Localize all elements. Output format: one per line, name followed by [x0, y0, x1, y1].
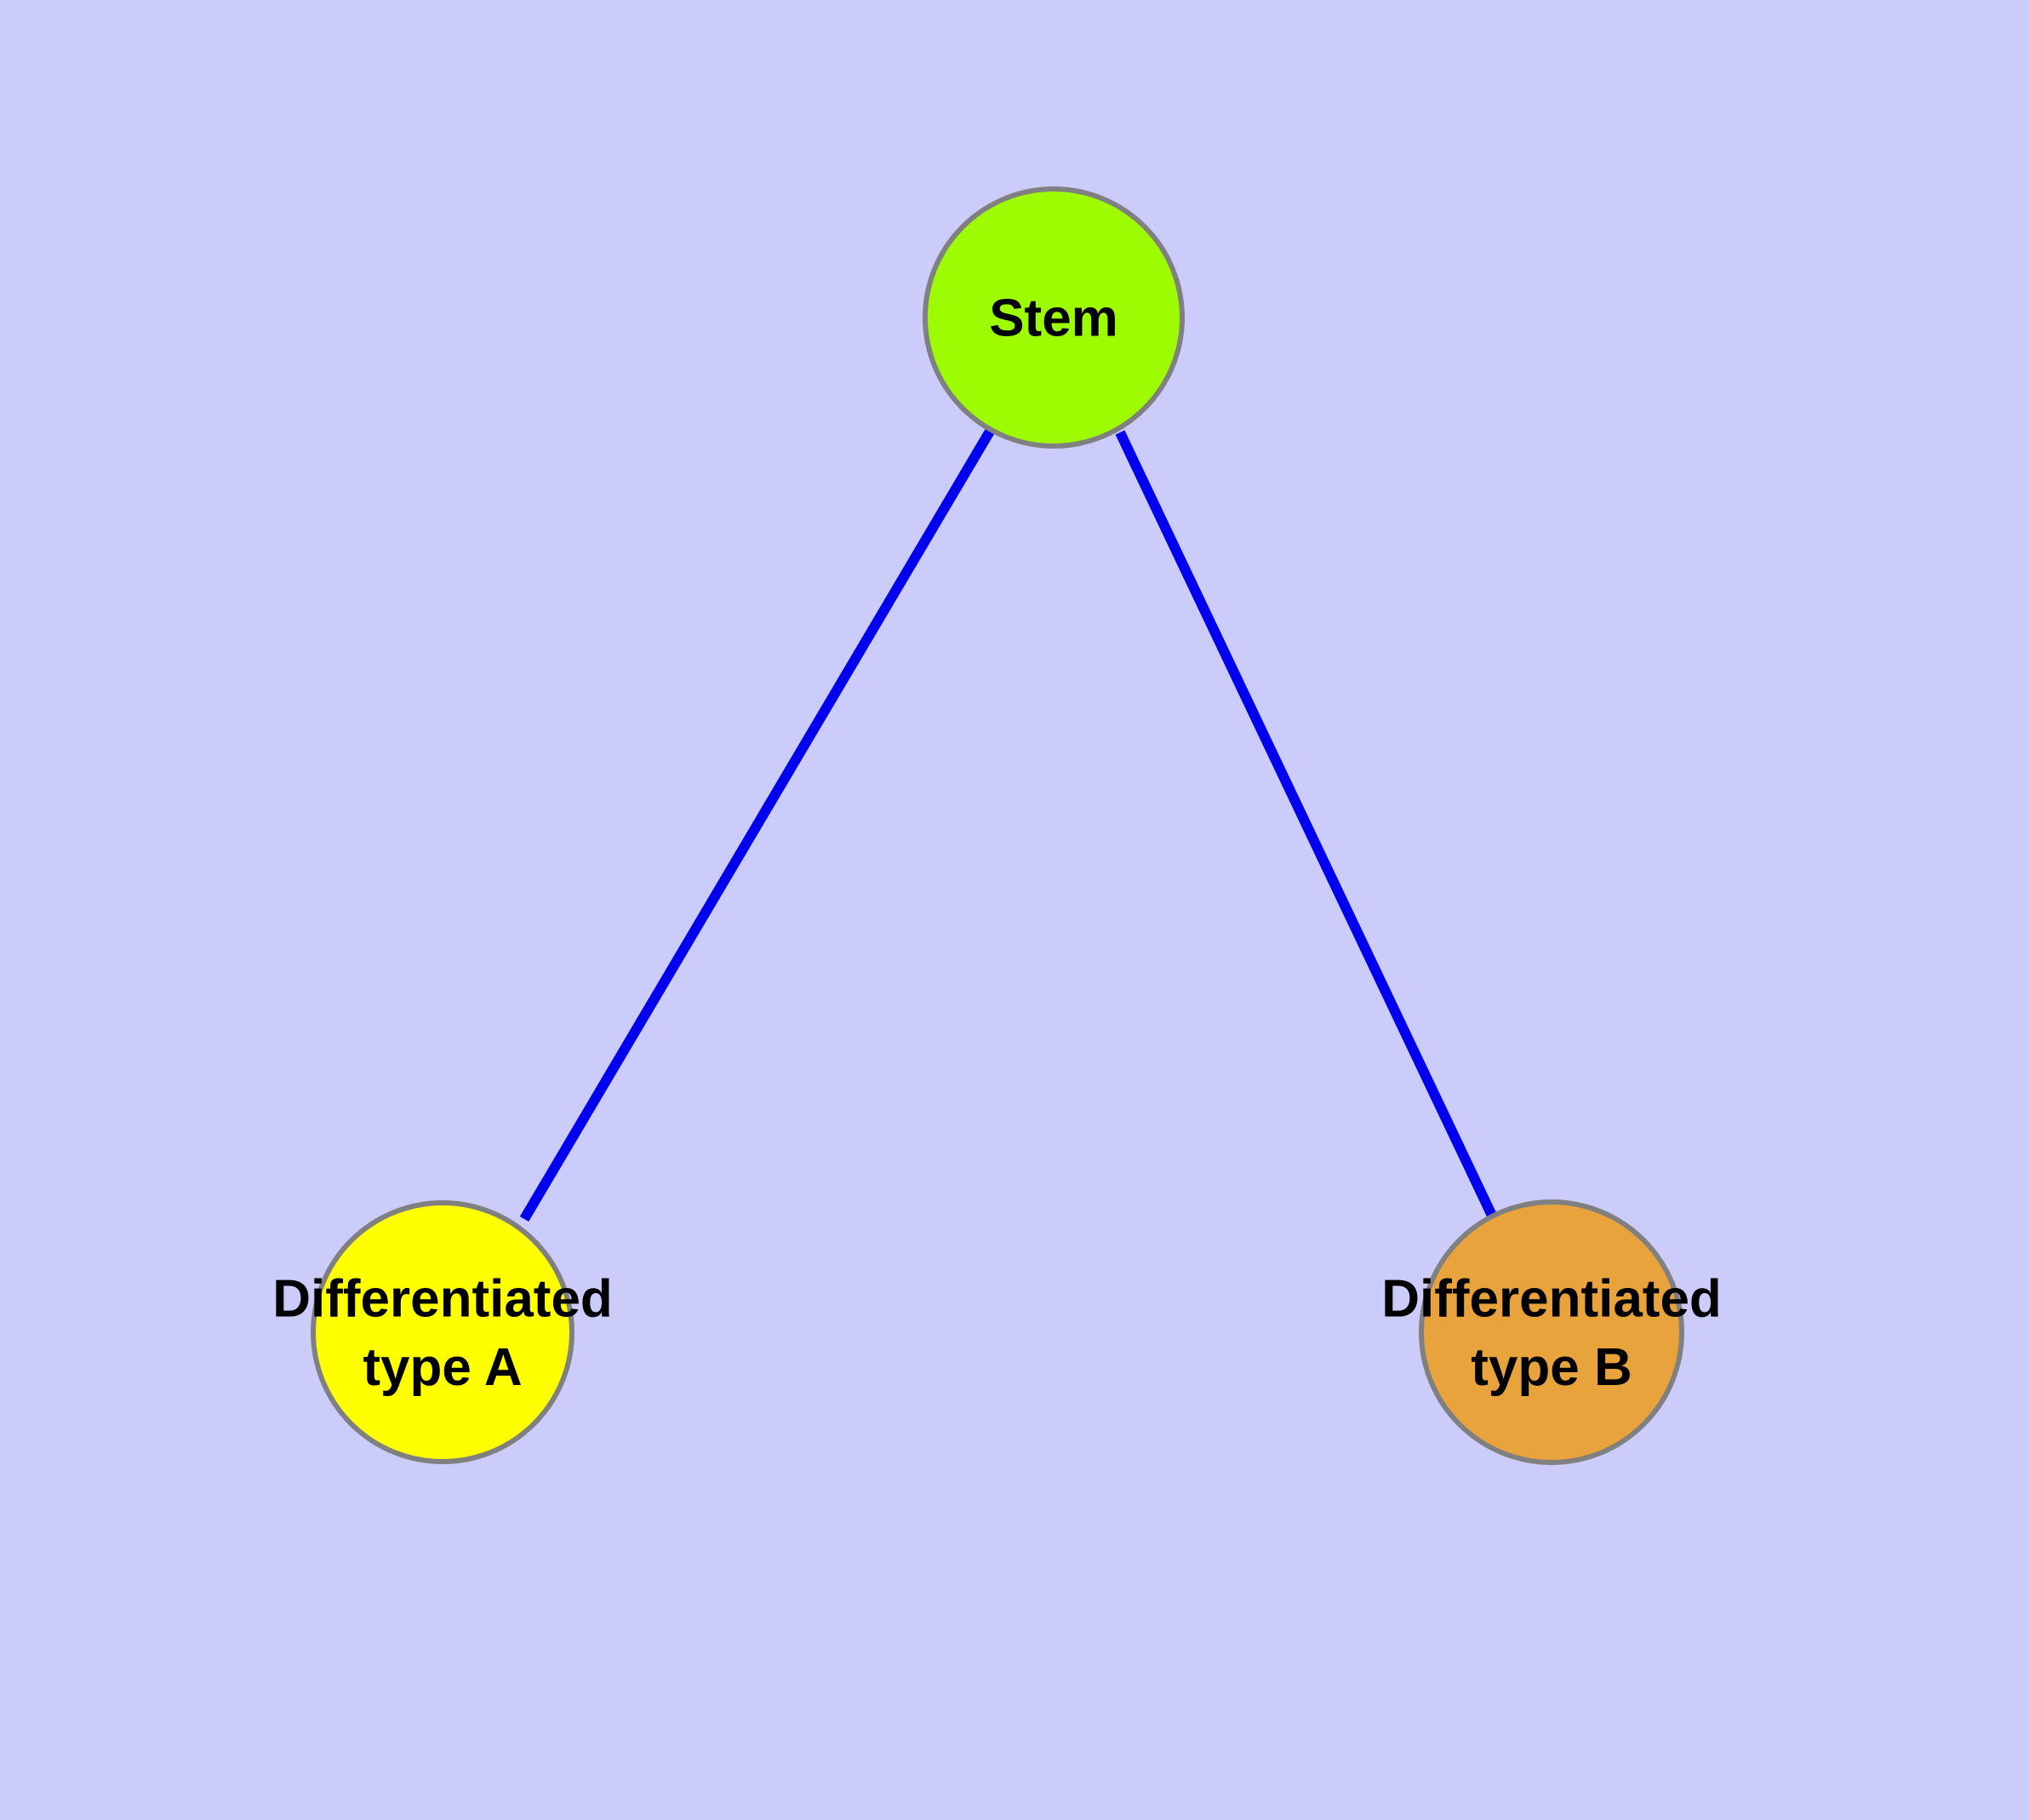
- edge-stem-to-type-a: [519, 426, 996, 1222]
- node-labels-group: Stem Differentiated type A Differentiate…: [272, 289, 1722, 1397]
- nodes-group: [311, 186, 1684, 1465]
- edge-stem-to-type-b: [1115, 430, 1498, 1220]
- node-diff-type-a-circle[interactable]: [311, 1200, 574, 1464]
- node-diff-type-a-label-line2: type A: [363, 1338, 522, 1397]
- node-diff-type-b-circle[interactable]: [1419, 1199, 1684, 1465]
- node-stem-label-line1: Stem: [989, 289, 1118, 348]
- node-diff-type-b-label-line2: type B: [1471, 1338, 1632, 1397]
- node-diff-type-a-label-line1: Differentiated: [272, 1269, 613, 1328]
- node-stem-circle[interactable]: [923, 186, 1185, 449]
- node-diff-type-b-label-line1: Differentiated: [1381, 1269, 1722, 1328]
- edges-group: [519, 426, 1498, 1222]
